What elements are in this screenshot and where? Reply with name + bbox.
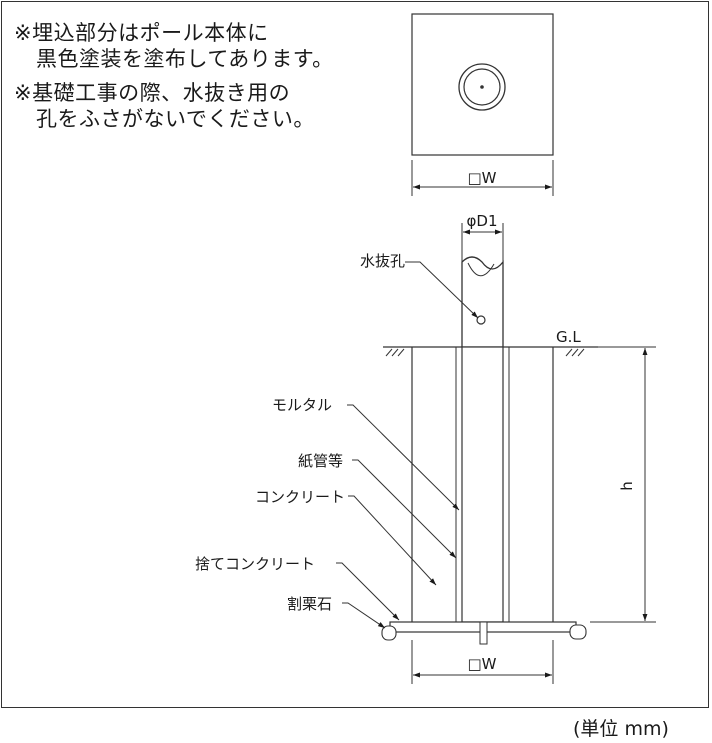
concrete-leader bbox=[348, 495, 437, 586]
height-label: h bbox=[618, 481, 636, 491]
crushed-stone-leader bbox=[342, 602, 386, 629]
pole-upper bbox=[461, 256, 504, 347]
foundation-plan-square bbox=[411, 13, 554, 156]
section-view: φD1 G.L h bbox=[195, 212, 656, 684]
note-line: ※基礎工事の際、水抜き用の bbox=[14, 81, 291, 105]
paper-tube-leader bbox=[352, 459, 457, 559]
note-line: 孔をふさがないでください。 bbox=[14, 106, 315, 132]
crushed-stone bbox=[381, 625, 397, 641]
pole-bottom-plate bbox=[479, 621, 488, 645]
leveling-concrete-leader bbox=[336, 562, 400, 621]
pole-outer-circle bbox=[458, 63, 506, 111]
ground-level-label: G.L bbox=[556, 328, 581, 346]
pole-embedded bbox=[461, 346, 504, 623]
note-line-text: 黒色塗装を塗布してあります。 bbox=[36, 47, 334, 71]
pole-break-line bbox=[467, 262, 495, 277]
drain-hole bbox=[476, 315, 486, 325]
drain-hole-leader bbox=[405, 261, 479, 319]
note-line-text: 孔をふさがないでください。 bbox=[36, 107, 315, 131]
note-black-coating: ※埋込部分はポール本体に 黒色塗装を塗布してあります。 bbox=[14, 20, 334, 72]
mortar-leader bbox=[347, 404, 460, 511]
note-line: 黒色塗装を塗布してあります。 bbox=[14, 46, 334, 72]
mortar-label: モルタル bbox=[272, 396, 332, 414]
pole-center-point bbox=[480, 85, 484, 89]
diameter-label: φD1 bbox=[467, 212, 498, 230]
plan-view: □W bbox=[411, 13, 554, 196]
note-drain-hole: ※基礎工事の際、水抜き用の 孔をふさがないでください。 bbox=[14, 80, 315, 132]
bollard-drawing: □W φD1 G.L bbox=[195, 13, 656, 684]
ground-hatch-right bbox=[565, 348, 585, 357]
drain-hole-label: 水抜孔 bbox=[360, 252, 405, 270]
leveling-concrete-label: 捨てコンクリート bbox=[195, 555, 315, 573]
note-line: ※埋込部分はポール本体に bbox=[14, 21, 269, 45]
pole-inner-circle bbox=[463, 68, 501, 106]
bottom-width-label: □W bbox=[467, 655, 496, 673]
drawing-frame bbox=[1, 1, 709, 708]
crushed-stone bbox=[569, 624, 587, 640]
concrete-label: コンクリート bbox=[255, 488, 345, 506]
top-width-label: □W bbox=[467, 169, 496, 187]
ground-hatch-left bbox=[385, 348, 405, 357]
paper-tube-label: 紙管等 bbox=[298, 452, 343, 470]
unit-note: (単位 mm) bbox=[573, 718, 669, 740]
crushed-stone-label: 割栗石 bbox=[287, 595, 332, 613]
